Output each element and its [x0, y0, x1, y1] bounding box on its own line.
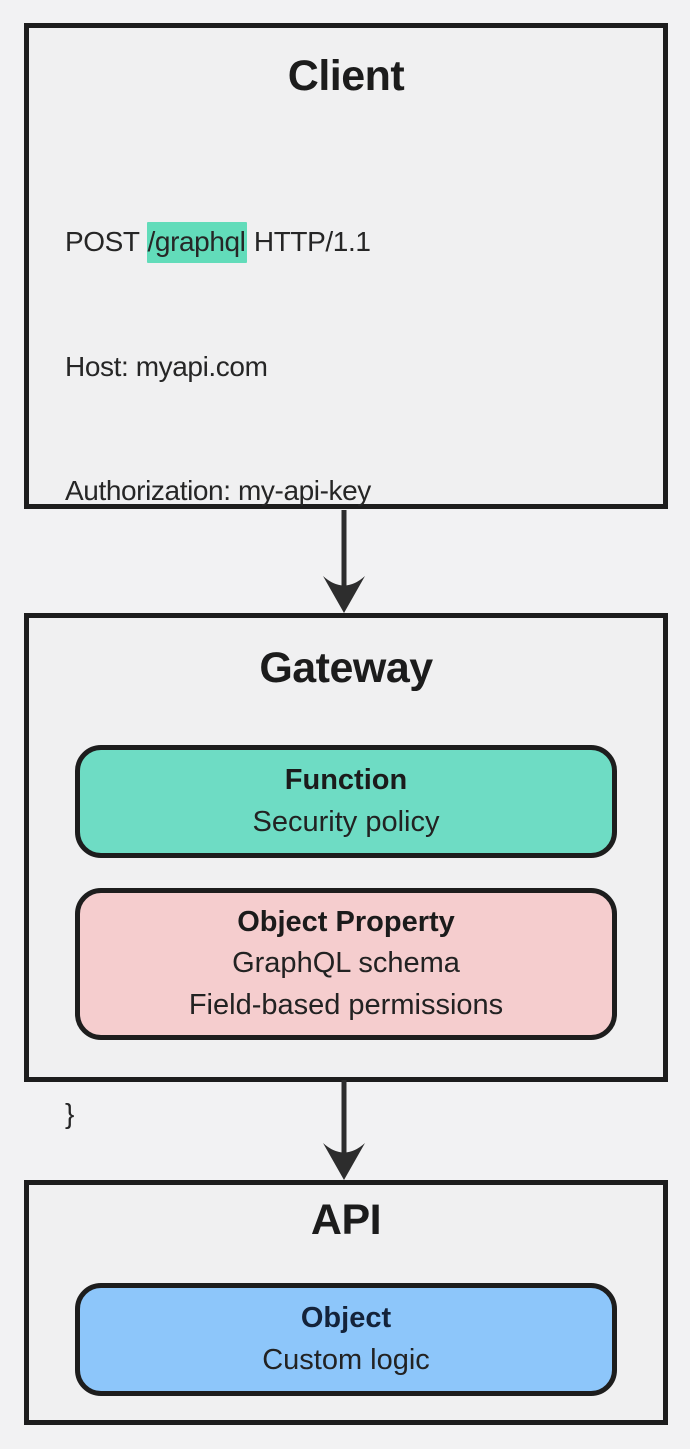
object-property-card-line-2: Field-based permissions [188, 988, 504, 1021]
object-card-title: Object [300, 1302, 392, 1334]
gateway-node: Gateway Function Security policy Object … [24, 613, 668, 1082]
http-protocol: HTTP/1.1 [246, 226, 371, 257]
gateway-node-title: Gateway [259, 644, 433, 692]
arrow-stem [341, 510, 347, 590]
object-card: Object Custom logic [75, 1283, 617, 1396]
client-node-title: Client [287, 52, 405, 100]
api-node-title: API [310, 1196, 382, 1244]
object-card-line: Custom logic [262, 1343, 430, 1376]
arrow-gateway-to-api-icon [323, 1080, 365, 1180]
request-line: POST /graphql HTTP/1.1 [65, 221, 651, 263]
http-method: POST [65, 226, 147, 257]
function-card: Function Security policy [75, 745, 617, 858]
object-property-card-line-1: GraphQL schema [232, 947, 460, 980]
function-card-title: Function [284, 764, 408, 796]
authorization-header-line: Authorization: my-api-key [65, 475, 371, 506]
json-close-brace: } [65, 1097, 74, 1129]
host-header-line: Host: myapi.com [65, 350, 268, 382]
arrow-client-to-gateway-icon [323, 510, 365, 613]
arrow-head [323, 576, 365, 613]
arrow-head [323, 1143, 365, 1180]
client-node: Client POST /graphql HTTP/1.1 Host: myap… [24, 23, 668, 1129]
api-node: API Object Custom logic [24, 1180, 668, 1425]
object-property-card-title: Object Property [237, 905, 455, 938]
arrow-stem [341, 1080, 347, 1158]
graphql-path-highlight: /graphql [146, 222, 247, 263]
object-property-card: Object Property GraphQL schema Field-bas… [75, 888, 617, 1040]
function-card-line: Security policy [252, 805, 440, 838]
